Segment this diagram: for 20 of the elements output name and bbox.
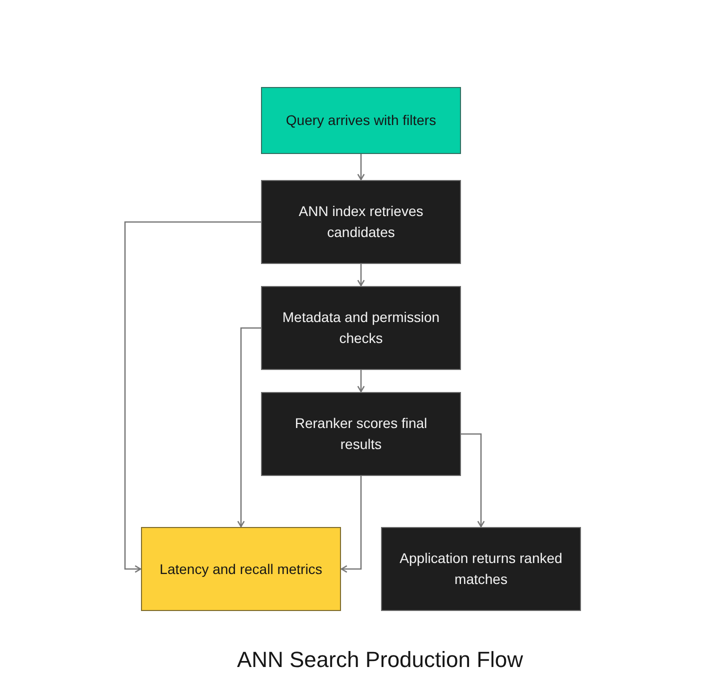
start-box (261, 87, 461, 154)
node-label: ANN index retrieves candidates (298, 202, 424, 242)
process-box (261, 286, 461, 370)
arrow (461, 433, 485, 528)
node-label: Reranker scores final results (294, 414, 428, 454)
node-label: Application returns ranked matches (398, 549, 564, 589)
arrow (357, 154, 365, 180)
arrow (357, 370, 365, 392)
arrow (124, 221, 261, 573)
node-label: Latency and recall metrics (160, 560, 322, 579)
node-label: Query arrives with filters (286, 111, 436, 130)
metrics-box (141, 527, 341, 611)
process-box (261, 392, 461, 476)
diagram-title: ANN Search Production Flow (236, 647, 524, 672)
arrow (357, 264, 365, 286)
arrow (340, 476, 362, 573)
node-label: Metadata and permission checks (281, 308, 441, 348)
process-box (261, 180, 461, 264)
output-box (381, 527, 581, 611)
arrow (237, 327, 261, 528)
